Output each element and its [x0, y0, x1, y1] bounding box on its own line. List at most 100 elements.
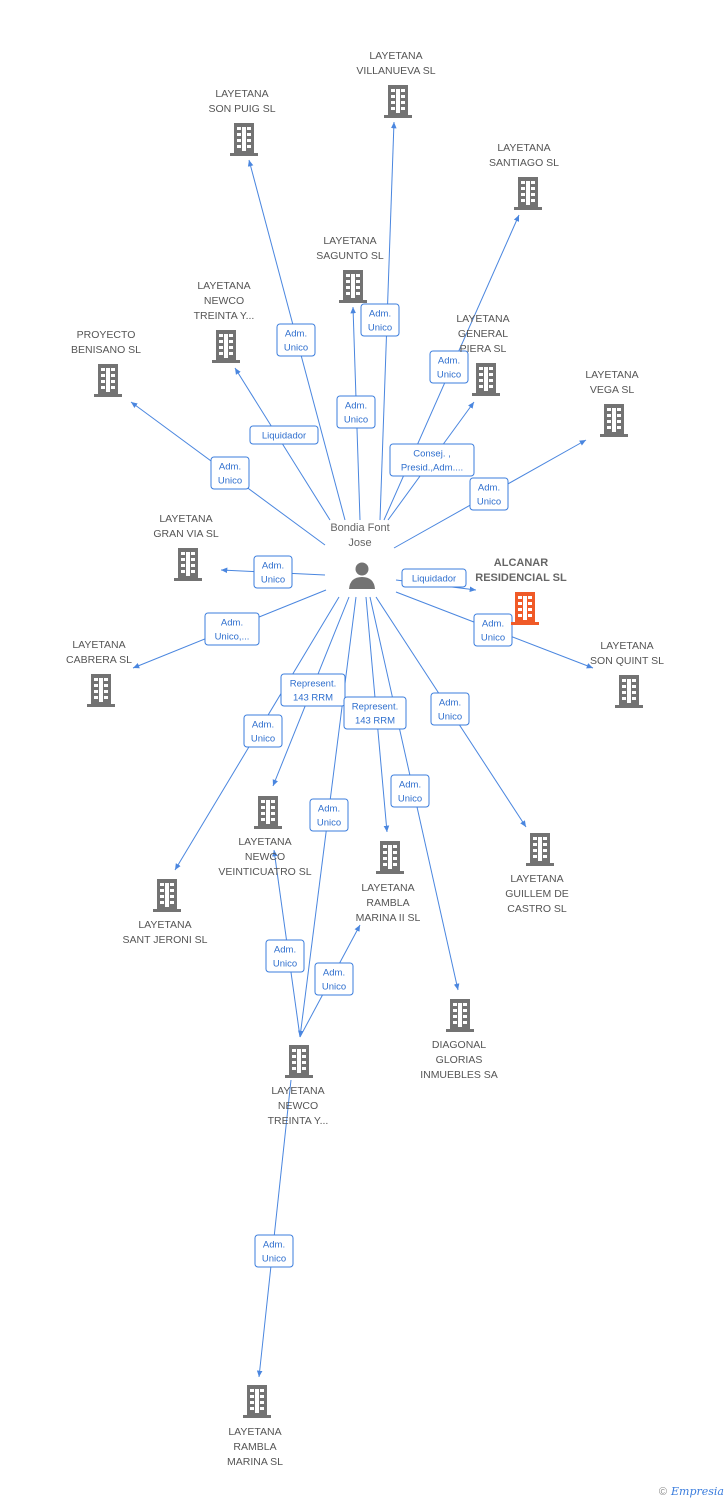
company-name-line: RAMBLA: [233, 1441, 276, 1453]
edge-label-sagunto[interactable]: Adm.Unico: [336, 395, 376, 429]
edge-label-ramblamarina2[interactable]: Represent.143 RRM: [343, 696, 407, 730]
edge-label-newco24[interactable]: Represent.143 RRM: [280, 673, 346, 707]
edge-label-benisano[interactable]: Adm.Unico: [210, 456, 250, 490]
company-building-icon[interactable]: [230, 123, 258, 156]
person-icon[interactable]: [349, 562, 375, 590]
edge-label-box[interactable]: [276, 323, 316, 357]
main-company-building-icon[interactable]: [511, 592, 539, 625]
edge-label-box[interactable]: [389, 443, 475, 477]
edge-label-box[interactable]: [401, 568, 467, 588]
edge-label-box[interactable]: [390, 774, 430, 808]
company-name-line: LAYETANA: [271, 1085, 324, 1097]
edge-label-box[interactable]: [429, 350, 469, 384]
company-building-icon[interactable]: [339, 270, 367, 303]
edge-label-alcanar[interactable]: Liquidador: [401, 568, 467, 588]
company-building-icon[interactable]: [254, 796, 282, 829]
edge-label-text: Adm.: [274, 945, 296, 956]
company-building-icon[interactable]: [600, 404, 628, 437]
edge-label-box[interactable]: [360, 303, 400, 337]
company-name-line: INMUEBLES SA: [420, 1069, 498, 1081]
edge-label-ramblamarina2[interactable]: Adm.Unico: [314, 962, 354, 996]
edge-label-box[interactable]: [253, 555, 293, 589]
edge-label-text: Adm.: [221, 618, 243, 629]
company-building-icon[interactable]: [87, 674, 115, 707]
edge-label-box[interactable]: [469, 477, 509, 511]
edge-label-box[interactable]: [314, 962, 354, 996]
company-building-icon[interactable]: [285, 1045, 313, 1078]
company-building-icon[interactable]: [376, 841, 404, 874]
edge-label-box[interactable]: [249, 425, 319, 445]
company-building-icon[interactable]: [514, 177, 542, 210]
edge-label-santjeroni[interactable]: Adm.Unico: [243, 714, 283, 748]
footer-credit: ©Empresia: [659, 1485, 724, 1498]
edge-label-box[interactable]: [280, 673, 346, 707]
edge-label-box[interactable]: [309, 798, 349, 832]
edge-label-text: Unico: [273, 959, 297, 970]
edge-label-sonquint[interactable]: Adm.Unico: [473, 613, 513, 647]
edge-label-cabrera[interactable]: Adm.Unico,...: [204, 612, 260, 646]
edge-label-santiago[interactable]: Adm.Unico: [429, 350, 469, 384]
edge-label-text: 143 RRM: [355, 716, 395, 727]
company-building-icon[interactable]: [384, 85, 412, 118]
company-building-icon[interactable]: [94, 364, 122, 397]
company-name-line: LAYETANA: [72, 639, 125, 651]
edge-label-box[interactable]: [473, 613, 513, 647]
company-name-line: ALCANAR: [494, 557, 548, 569]
edge-label-box[interactable]: [210, 456, 250, 490]
edge-label-box[interactable]: [343, 696, 407, 730]
company-building-icon[interactable]: [174, 548, 202, 581]
edge-label-granvia[interactable]: Adm.Unico: [253, 555, 293, 589]
edge-label-text: Unico: [251, 734, 275, 745]
edge-label-text: Adm.: [438, 356, 460, 367]
edge-label-ramblamarina[interactable]: Adm.Unico: [254, 1234, 294, 1268]
edge-label-villanueva[interactable]: Adm.Unico: [360, 303, 400, 337]
company-building-icon[interactable]: [243, 1385, 271, 1418]
edge-label-sonpuig[interactable]: Adm.Unico: [276, 323, 316, 357]
brand-logo-text[interactable]: Empresia: [671, 1485, 724, 1498]
company-building-icon[interactable]: [446, 999, 474, 1032]
company-name-line: CASTRO SL: [507, 903, 567, 915]
edge-label-guillem[interactable]: Adm.Unico: [430, 692, 470, 726]
company-building-icon[interactable]: [153, 879, 181, 912]
company-name-line: TREINTA Y...: [194, 310, 255, 322]
edge-label-newco24[interactable]: Adm. Unico: [265, 939, 305, 973]
edge-label-box[interactable]: [204, 612, 260, 646]
company-building-icon[interactable]: [472, 363, 500, 396]
edge-label-box[interactable]: [243, 714, 283, 748]
edge-label-vega[interactable]: Adm.Unico: [469, 477, 509, 511]
edge-label-box[interactable]: [430, 692, 470, 726]
company-building-icon[interactable]: [615, 675, 643, 708]
edge-label-box[interactable]: [336, 395, 376, 429]
company-building-icon[interactable]: [526, 833, 554, 866]
edge-label-box[interactable]: [254, 1234, 294, 1268]
edge-label-newco30a[interactable]: Liquidador: [249, 425, 319, 445]
edge-label-text: Adm.: [399, 780, 421, 791]
edge-label-diagonal[interactable]: Adm.Unico: [390, 774, 430, 808]
edge-label-text: 143 RRM: [293, 693, 333, 704]
edge-label-newco30b[interactable]: Adm.Unico: [309, 798, 349, 832]
edge-label-generalpiera[interactable]: Consej. ,Presid.,Adm....: [389, 443, 475, 477]
edge-label-box[interactable]: [265, 939, 305, 973]
company-building-icon[interactable]: [212, 330, 240, 363]
edge-newco30b-to-ramblamarina: [256, 1079, 292, 1378]
